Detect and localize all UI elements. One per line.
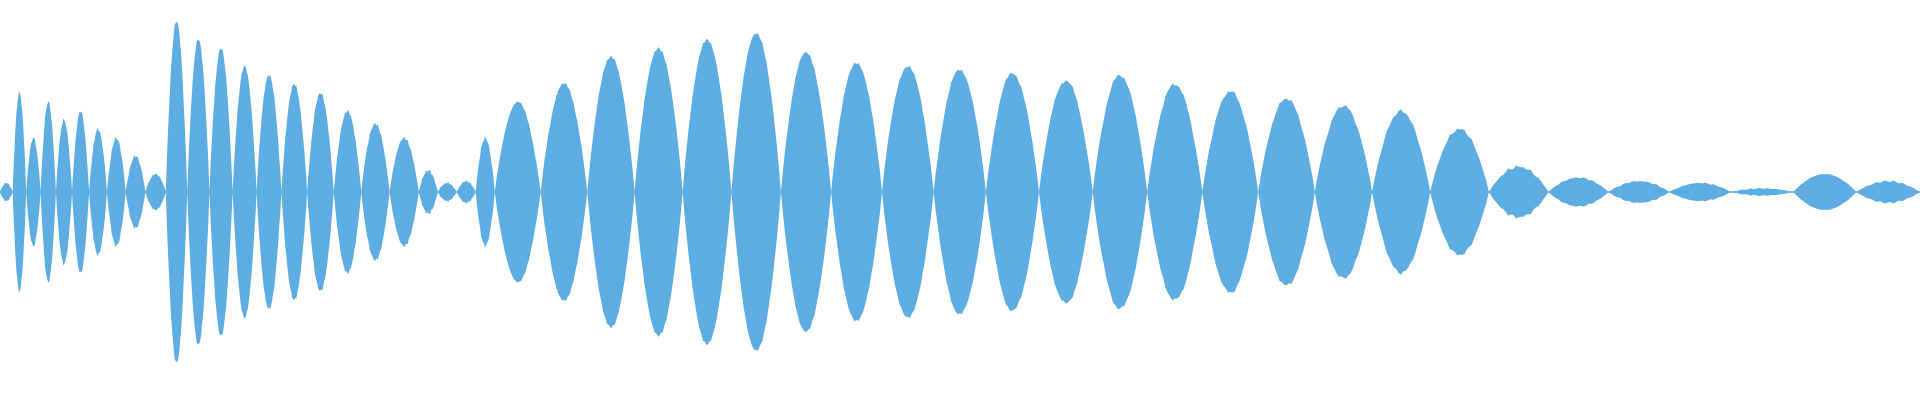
waveform-shape-group (0, 21, 1920, 363)
